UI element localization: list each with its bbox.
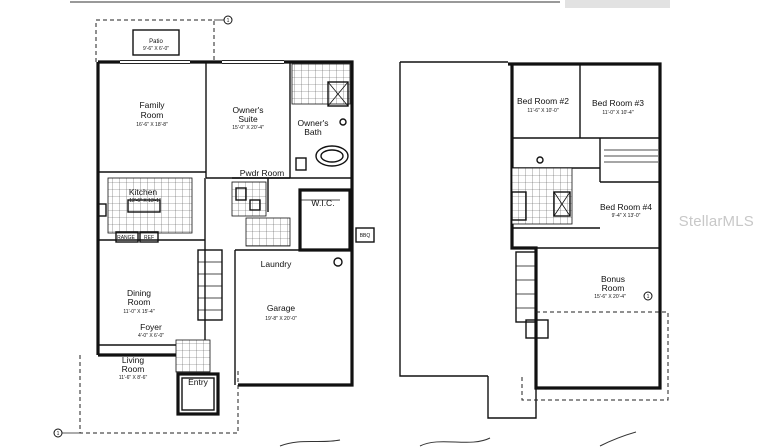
room-label-wic: W.I.C. bbox=[311, 198, 334, 208]
section-marker-top: 1 bbox=[214, 15, 233, 25]
room-label-owners-bath-1: Owner's bbox=[298, 118, 329, 128]
room-label-bed2: Bed Room #2 bbox=[517, 96, 569, 106]
meter-box bbox=[355, 227, 375, 243]
entry-box bbox=[176, 372, 220, 416]
room-label-laundry: Laundry bbox=[261, 259, 292, 269]
bonus-below-outline bbox=[521, 311, 669, 401]
owners-tub bbox=[315, 145, 349, 167]
room-label-owners-bath-2: Bath bbox=[304, 127, 322, 137]
room-label-pwdr: Pwdr Room bbox=[240, 168, 284, 178]
second-floor-plan: 1 bbox=[399, 61, 669, 419]
room-dims-kitchen: 12'-6" X 13'-1" bbox=[129, 198, 161, 204]
pwdr-tile bbox=[231, 181, 267, 217]
room-label-family-2: Room bbox=[141, 110, 164, 120]
wic-wall bbox=[298, 188, 352, 252]
section-marker-second: 1 bbox=[643, 291, 653, 301]
first-floor-plan: 1 bbox=[53, 15, 375, 438]
room-label-dining-1: Dining bbox=[127, 288, 151, 298]
room-dims-dining: 11'-0" X 15'-4" bbox=[123, 309, 154, 315]
room-label-bed3: Bed Room #3 bbox=[592, 98, 644, 108]
watermark: StellarMLS bbox=[678, 213, 754, 230]
hall-bath-tile bbox=[511, 167, 573, 225]
second-floor-outer-wall bbox=[508, 62, 662, 390]
laundry-tile bbox=[245, 217, 291, 247]
room-label-owners-suite-2: Suite bbox=[238, 114, 258, 124]
stair bbox=[197, 249, 223, 321]
room-dims-bed2: 11'-6" X 10'-0" bbox=[527, 108, 558, 114]
room-label-owners-suite-1: Owner's bbox=[233, 105, 264, 115]
kitchen-tile bbox=[107, 177, 193, 234]
bottom-signature-marks bbox=[279, 431, 637, 447]
foyer-tile bbox=[175, 339, 211, 373]
room-dims-foyer: 4'-0" X 6'-0" bbox=[138, 333, 164, 339]
room-label-living-2: Room bbox=[122, 364, 145, 374]
first-floor-labels: Patio 9'-6" X 6'-0" Family Room 16'-6" X… bbox=[117, 39, 334, 387]
room-dims-patio: 9'-6" X 6'-0" bbox=[143, 46, 169, 52]
room-label-family-1: Family bbox=[139, 100, 165, 110]
second-floor-outline bbox=[399, 61, 508, 377]
room-label-living-1: Living bbox=[122, 355, 144, 365]
marker-label-bottom: 1 bbox=[57, 431, 60, 437]
appliance-ref: REF bbox=[144, 235, 154, 241]
owners-shower bbox=[327, 81, 349, 107]
room-dims-bed3: 11'-0" X 10'-4" bbox=[602, 110, 633, 116]
room-label-bonus-2: Room bbox=[602, 283, 625, 293]
section-marker-bottom: 1 bbox=[53, 428, 63, 438]
room-dims-bed4: 9'-4" X 13'-0" bbox=[612, 213, 641, 219]
front-porch-outline bbox=[79, 355, 239, 434]
svg-text:BBQ: BBQ bbox=[360, 233, 371, 239]
room-dims-bonus: 15'-6" X 20'-4" bbox=[594, 294, 626, 300]
room-dims-family: 16'-6" X 18'-8" bbox=[136, 122, 168, 128]
kitchen-island bbox=[127, 199, 161, 213]
room-label-patio: Patio bbox=[149, 39, 163, 45]
room-label-dining-2: Room bbox=[128, 297, 151, 307]
room-label-garage: Garage bbox=[267, 303, 296, 313]
room-dims-living: 11'-6" X 8'-6" bbox=[119, 375, 148, 381]
room-label-entry: Entry bbox=[188, 377, 209, 387]
marker-label-second: 1 bbox=[647, 294, 650, 300]
second-floor-labels: Bed Room #2 11'-6" X 10'-0" Bed Room #3 … bbox=[517, 96, 652, 300]
room-label-foyer: Foyer bbox=[140, 322, 162, 332]
closet-shelves bbox=[604, 149, 658, 163]
marker-label-top: 1 bbox=[227, 18, 230, 24]
room-label-bonus-1: Bonus bbox=[601, 274, 625, 284]
room-label-kitchen: Kitchen bbox=[129, 187, 158, 197]
upper-stair bbox=[515, 251, 537, 323]
room-label-bed4: Bed Room #4 bbox=[600, 202, 652, 212]
patio-slab bbox=[132, 29, 180, 56]
patio-outline bbox=[95, 19, 215, 62]
appliance-range: RANGE bbox=[117, 235, 135, 241]
header-scan-band bbox=[70, 0, 670, 8]
room-dims-owners-suite: 15'-0" X 20'-4" bbox=[232, 125, 264, 131]
room-dims-garage: 19'-8" X 20'-0" bbox=[265, 316, 297, 322]
